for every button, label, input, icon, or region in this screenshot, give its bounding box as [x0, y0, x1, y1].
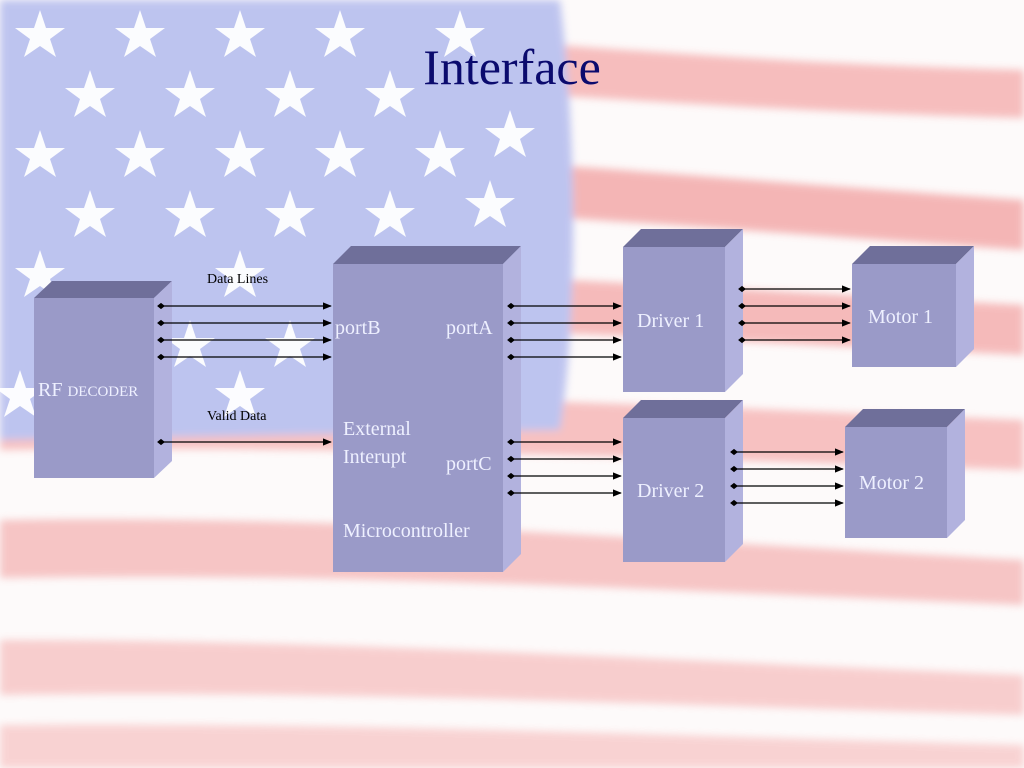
block-side — [154, 281, 172, 478]
rf-decoder-label-small: DECODER — [67, 384, 139, 400]
block-side — [725, 400, 743, 562]
motor1-label: Motor 1 — [868, 306, 933, 328]
block-side — [947, 409, 965, 538]
driver1-label: Driver 1 — [637, 310, 705, 332]
driver1-block — [623, 229, 743, 392]
block-side — [956, 246, 974, 367]
block-front — [623, 247, 725, 392]
motor2-label: Motor 2 — [859, 472, 924, 494]
block-side — [725, 229, 743, 392]
rf-decoder-label: RF DECODER — [38, 377, 138, 404]
slide-title: Interface — [423, 39, 601, 95]
portc-label: portC — [446, 453, 492, 475]
data-lines-label: Data Lines — [207, 272, 269, 287]
block-top — [845, 409, 965, 427]
block-top — [623, 229, 743, 247]
porta-label: portA — [446, 317, 493, 339]
block-top — [333, 246, 521, 264]
interupt-label: Interupt — [343, 446, 407, 468]
portb-label: portB — [335, 317, 381, 339]
block-front — [34, 298, 154, 478]
driver2-label: Driver 2 — [637, 480, 705, 502]
rf-decoder-label-main: RF — [38, 379, 68, 401]
block-front — [623, 418, 725, 562]
valid-data-label: Valid Data — [207, 409, 267, 424]
block-front — [852, 264, 956, 367]
block-top — [34, 281, 172, 298]
microcontroller-label: Microcontroller — [343, 520, 470, 542]
external-label: External — [343, 418, 411, 440]
motor1-block — [852, 246, 974, 367]
rf-decoder-block — [34, 281, 172, 478]
block-top — [852, 246, 974, 264]
motor2-block — [845, 409, 965, 538]
block-front — [845, 427, 947, 538]
driver2-block — [623, 400, 743, 562]
block-front — [333, 264, 503, 572]
block-side — [503, 246, 521, 572]
block-top — [623, 400, 743, 418]
